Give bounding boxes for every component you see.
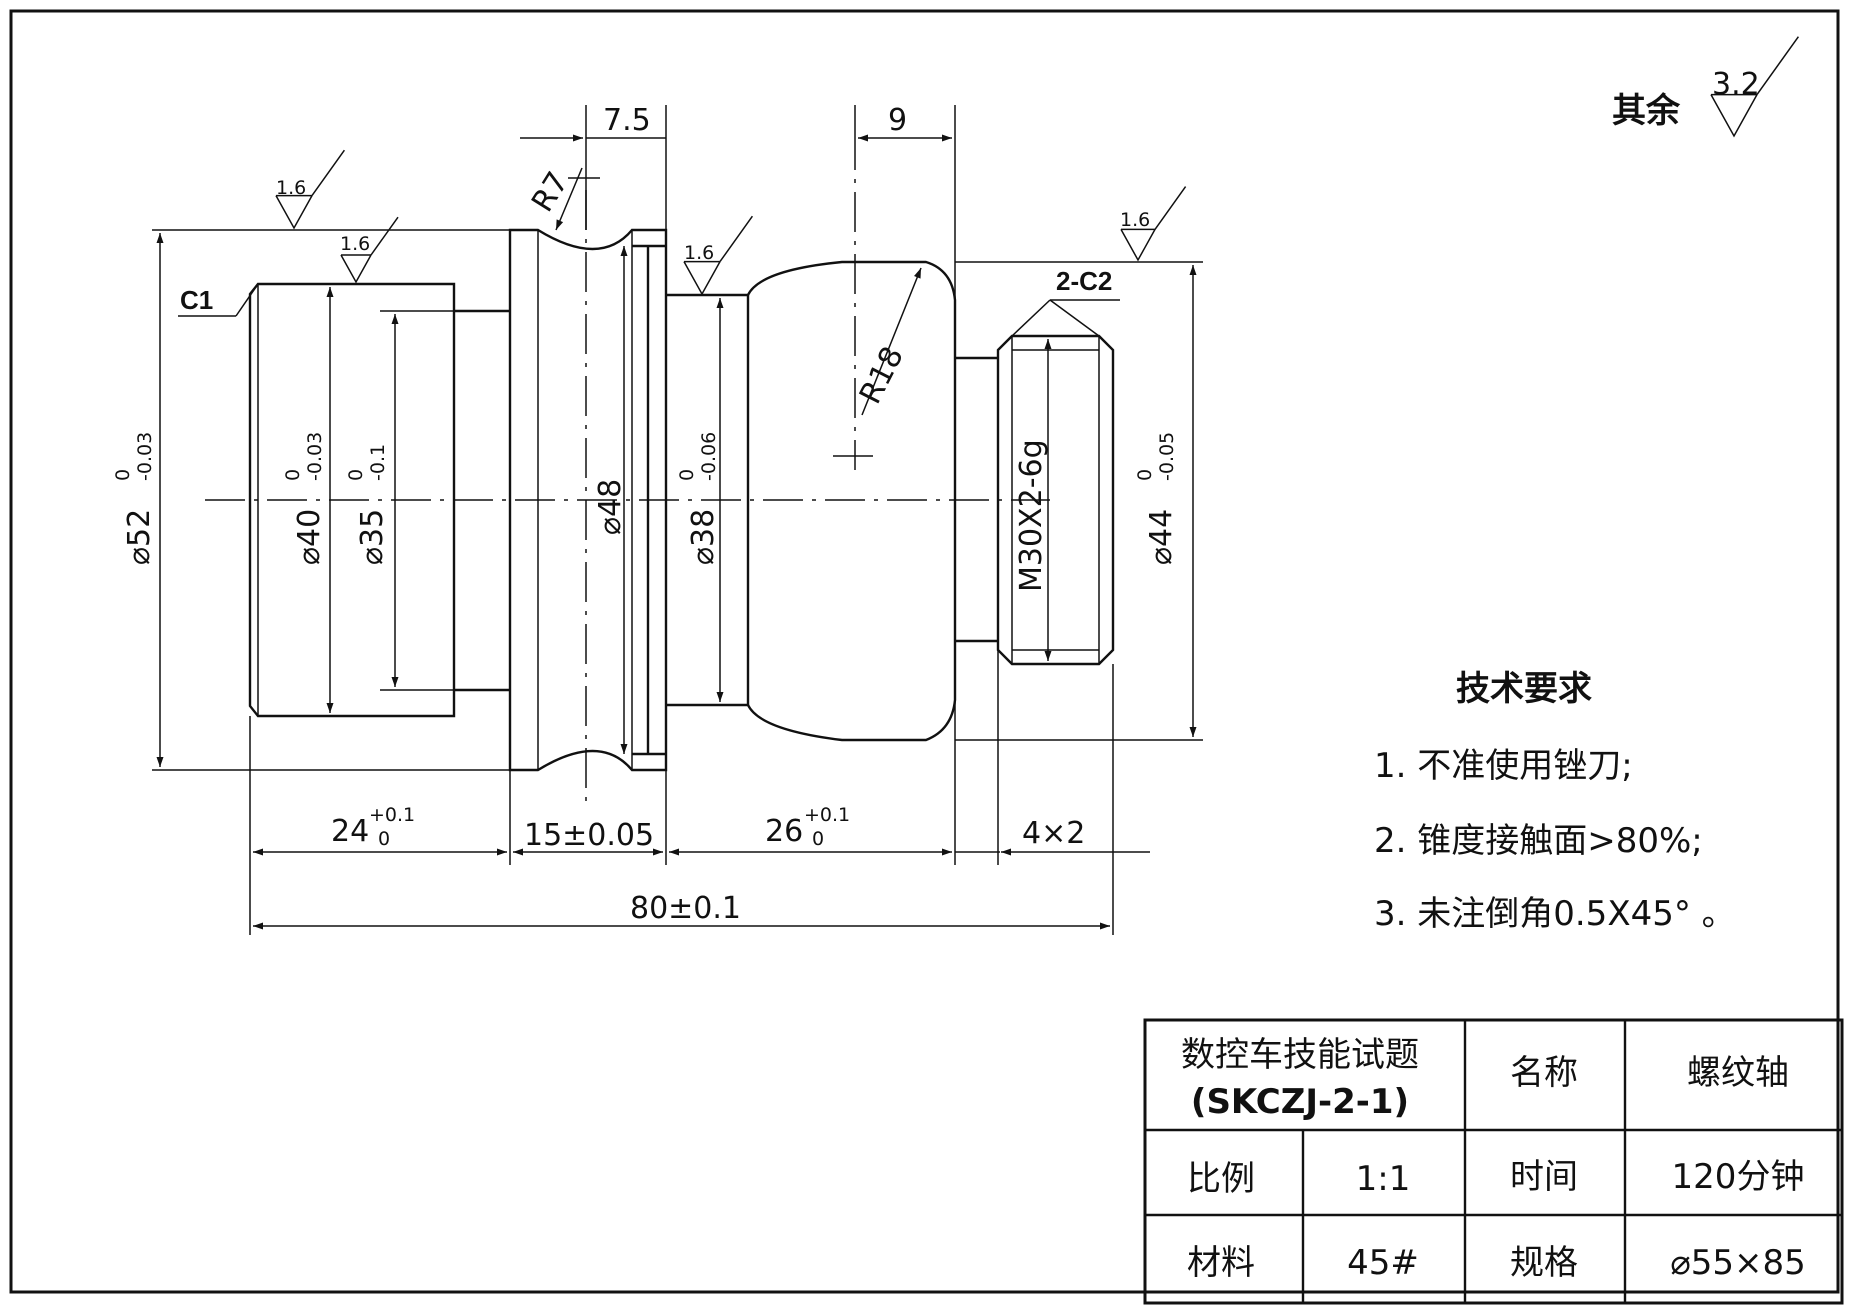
tb-time-label: 时间 <box>1510 1157 1578 1197</box>
technical-requirements: 技术要求 1. 不准使用锉刀; 2. 锥度接触面>80%; 3. 未注倒角0.5… <box>1374 669 1736 934</box>
title-block: 数控车技能试题 (SKCZJ-2-1) 名称 螺纹轴 比例 1:1 时间 120… <box>1143 1018 1844 1305</box>
rest-finish-value: 3.2 <box>1712 67 1760 102</box>
dim-d48-main: ⌀48 <box>593 479 628 535</box>
finish-mark-1: 1.6 <box>276 177 306 199</box>
tb-material-label: 材料 <box>1187 1243 1255 1283</box>
tb-time-value: 120分钟 <box>1672 1157 1805 1197</box>
dimension-lines <box>152 105 1203 935</box>
tech-req-title: 技术要求 <box>1456 669 1592 709</box>
leader-c2-right <box>1049 299 1100 337</box>
dim-d40-main: ⌀40 <box>292 509 327 565</box>
dim-d38-lower: -0.06 <box>698 432 720 481</box>
dim-len80: 80±0.1 <box>630 891 741 926</box>
tb-spec-label: 规格 <box>1510 1243 1578 1283</box>
dim-len24-upper: +0.1 <box>369 804 415 826</box>
dim-d35: ⌀35 0 -0.1 <box>345 444 390 565</box>
rest-finish-label: 其余 <box>1612 91 1681 131</box>
finish-mark-3: 1.6 <box>684 242 714 264</box>
dim-d40: ⌀40 0 -0.03 <box>282 432 327 565</box>
finish-symbol-1-tail <box>311 149 346 197</box>
dim-len24-lower: 0 <box>378 828 390 850</box>
dim-d38-upper: 0 <box>676 469 698 481</box>
dim-d44: ⌀44 0 -0.05 <box>1134 432 1179 565</box>
callout-r18: R18 <box>853 341 911 409</box>
dim-len26-lower: 0 <box>812 828 824 850</box>
tb-exam-title: 数控车技能试题 <box>1181 1035 1419 1075</box>
surface-finish-symbols <box>275 36 1800 296</box>
dim-len24-main: 24 <box>331 814 369 849</box>
finish-symbol-3-v <box>683 261 721 296</box>
finish-symbol-2-tail <box>370 216 399 256</box>
dim-len26: 26 +0.1 0 <box>765 804 850 850</box>
finish-symbol-1-v <box>275 195 313 230</box>
segment-d38-outline <box>666 293 750 707</box>
dim-thread: M30X2-6g <box>1014 439 1049 592</box>
tech-req-item-3: 3. 未注倒角0.5X45° 。 <box>1374 894 1736 934</box>
dim-d52: ⌀52 0 -0.03 <box>112 432 157 565</box>
leader-c2-left <box>1011 299 1051 337</box>
tb-spec-value: ⌀55×85 <box>1670 1243 1806 1283</box>
dim-d52-upper: 0 <box>112 469 134 481</box>
finish-symbol-3-tail <box>719 215 754 263</box>
dim-d40-upper: 0 <box>282 469 304 481</box>
tb-outer <box>1143 1018 1844 1305</box>
finish-mark-2: 1.6 <box>340 233 370 255</box>
callout-2c2: 2-C2 <box>1056 266 1112 296</box>
finish-symbol-rest-tail <box>1756 36 1800 96</box>
dim-len4x2: 4×2 <box>1022 816 1085 851</box>
dim-len15: 15±0.05 <box>524 818 654 853</box>
tb-name-label: 名称 <box>1510 1053 1578 1093</box>
thread-outline <box>996 334 1115 666</box>
dim-d38-main: ⌀38 <box>686 509 721 565</box>
tb-exam-code: (SKCZJ-2-1) <box>1191 1082 1409 1122</box>
dim-d40-lower: -0.03 <box>304 432 326 481</box>
dim-9: 9 <box>888 103 907 138</box>
callout-c1: C1 <box>180 285 213 315</box>
finish-symbol-4-tail <box>1154 186 1187 230</box>
dim-d38: ⌀38 0 -0.06 <box>676 432 721 565</box>
title-block-grid <box>1143 1018 1844 1305</box>
dim-d44-lower: -0.05 <box>1156 432 1178 481</box>
dim-len26-main: 26 <box>765 814 803 849</box>
tb-material-value: 45# <box>1347 1243 1419 1283</box>
dim-len26-upper: +0.1 <box>804 804 850 826</box>
dim-thread-main: M30X2-6g <box>1014 439 1049 592</box>
finish-mark-4: 1.6 <box>1120 209 1150 231</box>
dim-d35-upper: 0 <box>345 469 367 481</box>
tb-scale-value: 1:1 <box>1356 1159 1411 1199</box>
part-geometry <box>205 130 1115 810</box>
dim-d48: ⌀48 <box>593 479 628 535</box>
drawing-frame <box>9 9 1840 1294</box>
dim-d44-main: ⌀44 <box>1144 509 1179 565</box>
finish-symbol-2-v <box>340 254 372 284</box>
callout-r7: R7 <box>525 166 576 218</box>
dim-d35-main: ⌀35 <box>355 509 390 565</box>
finish-symbol-4-v <box>1120 229 1156 262</box>
dim-7-5: 7.5 <box>603 103 651 138</box>
leader-c1-diagonal <box>235 283 259 317</box>
dim-len24: 24 +0.1 0 <box>331 804 415 850</box>
dim-d44-upper: 0 <box>1134 469 1156 481</box>
leader-r18 <box>861 267 922 416</box>
dim-d52-main: ⌀52 <box>122 509 157 565</box>
finish-symbol-rest-v <box>1710 94 1758 138</box>
dim-d52-lower: -0.03 <box>134 432 156 481</box>
ball-r18-outline <box>746 260 957 742</box>
tech-req-item-2: 2. 锥度接触面>80%; <box>1374 821 1703 861</box>
tb-name-value: 螺纹轴 <box>1687 1053 1789 1093</box>
dim-d35-lower: -0.1 <box>367 444 389 481</box>
tech-req-item-1: 1. 不准使用锉刀; <box>1374 746 1633 786</box>
tb-scale-label: 比例 <box>1187 1159 1255 1199</box>
